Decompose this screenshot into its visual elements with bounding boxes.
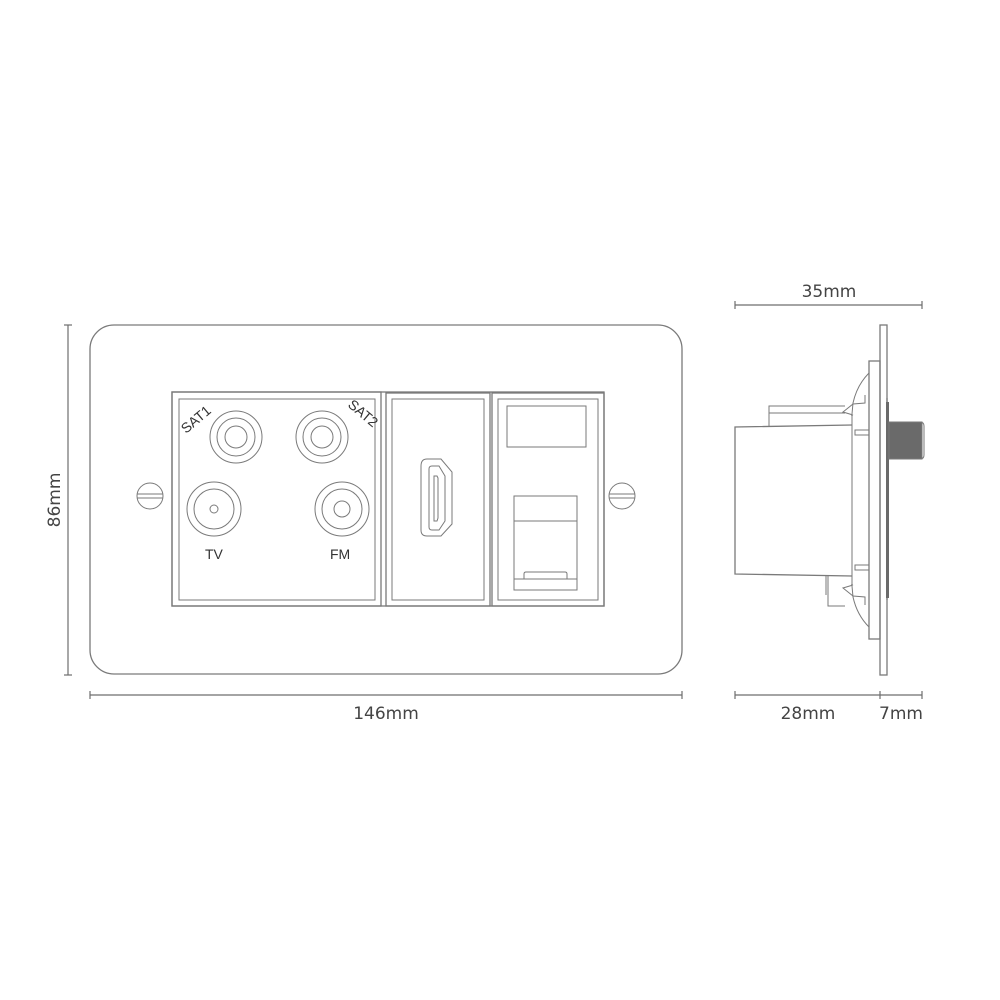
front-projection-label: 7mm (879, 704, 923, 724)
width-dimension: 146mm (89, 691, 683, 724)
fm-label: FM (330, 546, 350, 562)
f-connector-thread (888, 421, 923, 460)
left-screw-icon (136, 482, 164, 510)
height-label: 86mm (45, 473, 65, 528)
side-view: 35mm 28mm 7mm (734, 282, 925, 724)
hdmi-port-icon[interactable] (420, 458, 453, 537)
module-frame (171, 391, 605, 607)
label-window (506, 405, 587, 448)
sat1-connector[interactable] (209, 410, 263, 464)
rj45-port-icon[interactable] (513, 495, 578, 591)
data-module (491, 392, 605, 607)
total-depth-label: 35mm (802, 282, 857, 302)
front-view: SAT1 SAT2 TV FM (45, 324, 683, 724)
faceplate (89, 324, 683, 675)
tv-connector[interactable] (186, 481, 242, 537)
sat1-label: SAT1 (178, 402, 214, 436)
fm-connector[interactable] (314, 481, 370, 537)
total-depth-dimension: 35mm (734, 282, 923, 309)
width-label: 146mm (353, 704, 419, 724)
right-screw-icon (608, 482, 636, 510)
hdmi-module (385, 392, 491, 607)
back-box (734, 424, 853, 577)
bottom-depth-dimension: 28mm 7mm (734, 691, 923, 724)
back-box-depth-label: 28mm (781, 704, 836, 724)
side-faceplate (879, 324, 888, 676)
tv-label: TV (205, 546, 224, 562)
sat2-label: SAT2 (345, 396, 381, 430)
height-dimension: 86mm (45, 324, 72, 676)
sat2-connector[interactable] (295, 410, 349, 464)
av-module: SAT1 SAT2 TV FM (171, 391, 382, 607)
